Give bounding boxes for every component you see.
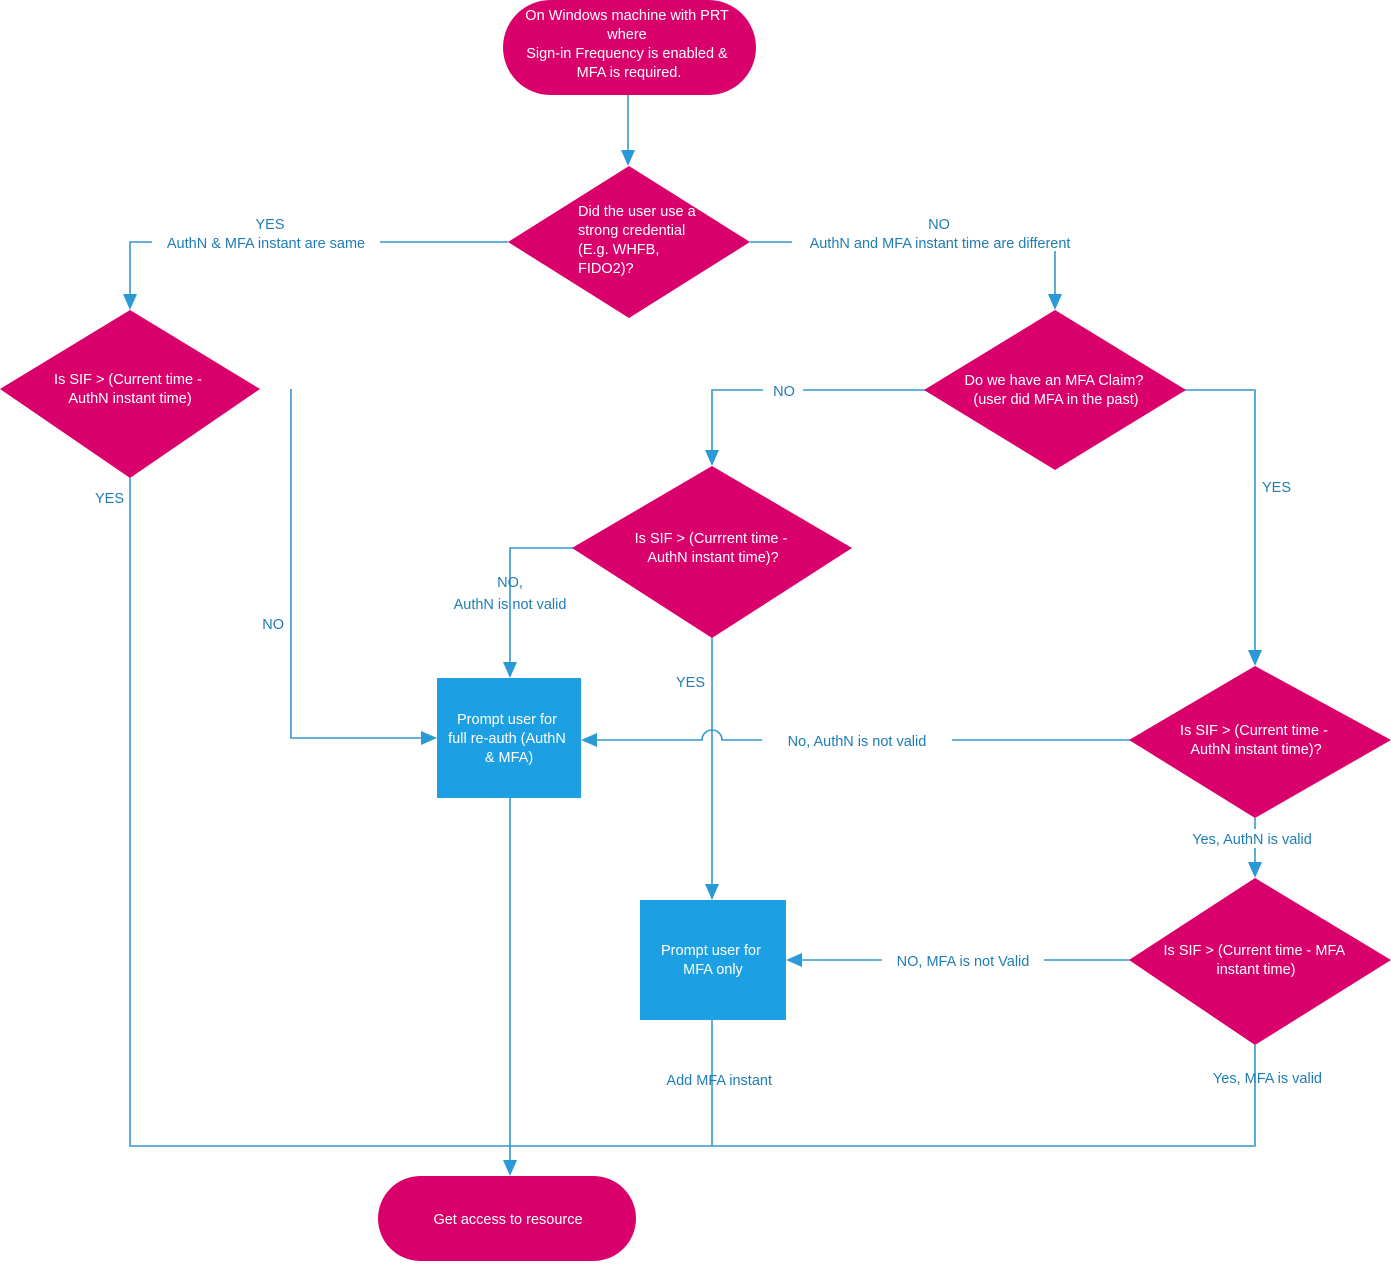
sif-authn-mid-shape [572,466,852,638]
edge-sif-left-yes-to-end [129,478,511,1162]
edge-label-no-mfa-claim: NO [773,384,795,400]
edge-mfa-claim-yes [1166,389,1256,652]
edge-label-yes-top-left: YES [255,217,284,233]
arrowhead-sif-mid-no-to-full-reauth [503,662,517,678]
edge-label-authn-mfa-different: AuthN and MFA instant time are different [810,236,1071,252]
edge-label-no-authn-not-valid-mid-1: NO, [497,575,523,591]
edge-label-yes-left-down: YES [95,491,124,507]
edge-sif-right-no-to-full-reauth [594,729,1132,741]
prompt-mfa-only-label: Prompt user for MFA only [661,943,765,978]
node-prompt-full-reauth[interactable]: Prompt user for full re-auth (AuthN & MF… [437,678,581,798]
mfa-claim-label: Do we have an MFA Claim? (user did MFA i… [965,373,1148,408]
node-prompt-mfa-only[interactable]: Prompt user for MFA only [640,900,786,1020]
edge-label-yes-authn-is-valid: Yes, AuthN is valid [1192,832,1312,848]
label-halo-authn-mfa-diff [792,232,1088,251]
edge-label-yes-mfa-claim: YES [1262,480,1291,496]
node-strong-credential[interactable]: Did the user use a strong credential (E.… [508,166,750,318]
arrowhead-sif-mfa-no-to-mfa-only [786,953,802,967]
mfa-claim-shape [924,310,1186,470]
sif-authn-mid-label: Is SIF > (Currrent time - AuthN instant … [635,531,792,566]
edge-label-authn-mfa-same: AuthN & MFA instant are same [167,236,365,252]
arrowhead-sif-right-no-to-full-reauth [581,733,597,747]
sif-authn-right-label: Is SIF > (Current time - AuthN instant t… [1180,723,1332,758]
edge-label-yes-mid-down: YES [676,675,705,691]
node-sif-authn-left[interactable]: Is SIF > (Current time - AuthN instant t… [0,310,260,478]
edge-sif-mid-no-to-full-reauth [509,547,595,664]
edge-label-no-left-right: NO [262,617,284,633]
node-end[interactable]: Get access to resource [378,1176,636,1261]
end-shape [378,1176,636,1261]
strong-credential-label: Did the user use a strong credential (E.… [578,204,700,277]
prompt-mfa-only-shape [640,900,786,1020]
edge-sif-left-no-to-full-reauth [290,389,424,739]
arrowhead-sif-right-yes-to-sif-mfa [1248,862,1262,878]
edge-mfa-claim-no [711,389,945,452]
edge-labels: YES AuthN & MFA instant are same NO Auth… [95,217,1332,1089]
node-start[interactable]: On Windows machine with PRT where Sign-i… [503,0,756,95]
sif-mfa-right-shape [1129,878,1391,1045]
label-halo-authn-mfa-same [152,232,380,251]
edge-sif-mfa-yes-to-end [510,1045,1256,1147]
edge-strong-credential-yes [129,241,508,296]
arrowhead-sif-mid-yes-to-mfa-only [705,884,719,900]
label-halo-no-authn-right [762,731,952,750]
arrowhead-start-to-strong-credential [621,150,635,166]
edge-label-no-top-right: NO [928,217,950,233]
edge-label-no-authn-not-valid-mid-2: AuthN is not valid [454,597,567,613]
label-halo-no-mfa-not-valid [882,951,1044,970]
sif-authn-right-shape [1129,666,1391,818]
arrowhead-mfa-claim-yes [1248,650,1262,666]
node-sif-authn-right[interactable]: Is SIF > (Current time - AuthN instant t… [1129,666,1391,818]
sif-authn-left-shape [0,310,260,478]
arrowhead-strong-credential-yes [123,294,137,310]
edge-label-yes-mfa-is-valid: Yes, MFA is valid [1213,1071,1322,1087]
arrowhead-sif-left-no-to-full-reauth [421,731,437,745]
sif-authn-left-label: Is SIF > (Current time - AuthN instant t… [54,372,206,407]
edge-label-no-authn-not-valid-right: No, AuthN is not valid [788,734,927,750]
node-mfa-claim[interactable]: Do we have an MFA Claim? (user did MFA i… [924,310,1186,470]
start-label: On Windows machine with PRT where Sign-i… [525,8,732,81]
end-label: Get access to resource [433,1212,582,1228]
prompt-full-reauth-shape [437,678,581,798]
prompt-full-reauth-label: Prompt user for full re-auth (AuthN & MF… [448,712,570,766]
sif-mfa-right-label: Is SIF > (Current time - MFA instant tim… [1164,943,1349,978]
strong-credential-shape [508,166,750,318]
edge-label-add-mfa-instant: Add MFA instant [666,1073,772,1089]
arrowhead-sif-left-yes-to-end [503,1160,517,1176]
label-halo-no-mfa-claim [763,381,803,400]
node-sif-authn-mid[interactable]: Is SIF > (Currrent time - AuthN instant … [572,466,852,638]
edge-label-no-mfa-not-valid: NO, MFA is not Valid [897,954,1030,970]
start-shape [503,0,756,95]
label-halo-yes-authn-valid [1172,829,1332,848]
arrowhead-strong-credential-no [1048,294,1062,310]
node-sif-mfa-right[interactable]: Is SIF > (Current time - MFA instant tim… [1129,878,1391,1045]
arrowhead-mfa-claim-no [705,450,719,466]
edges [123,95,1262,1176]
